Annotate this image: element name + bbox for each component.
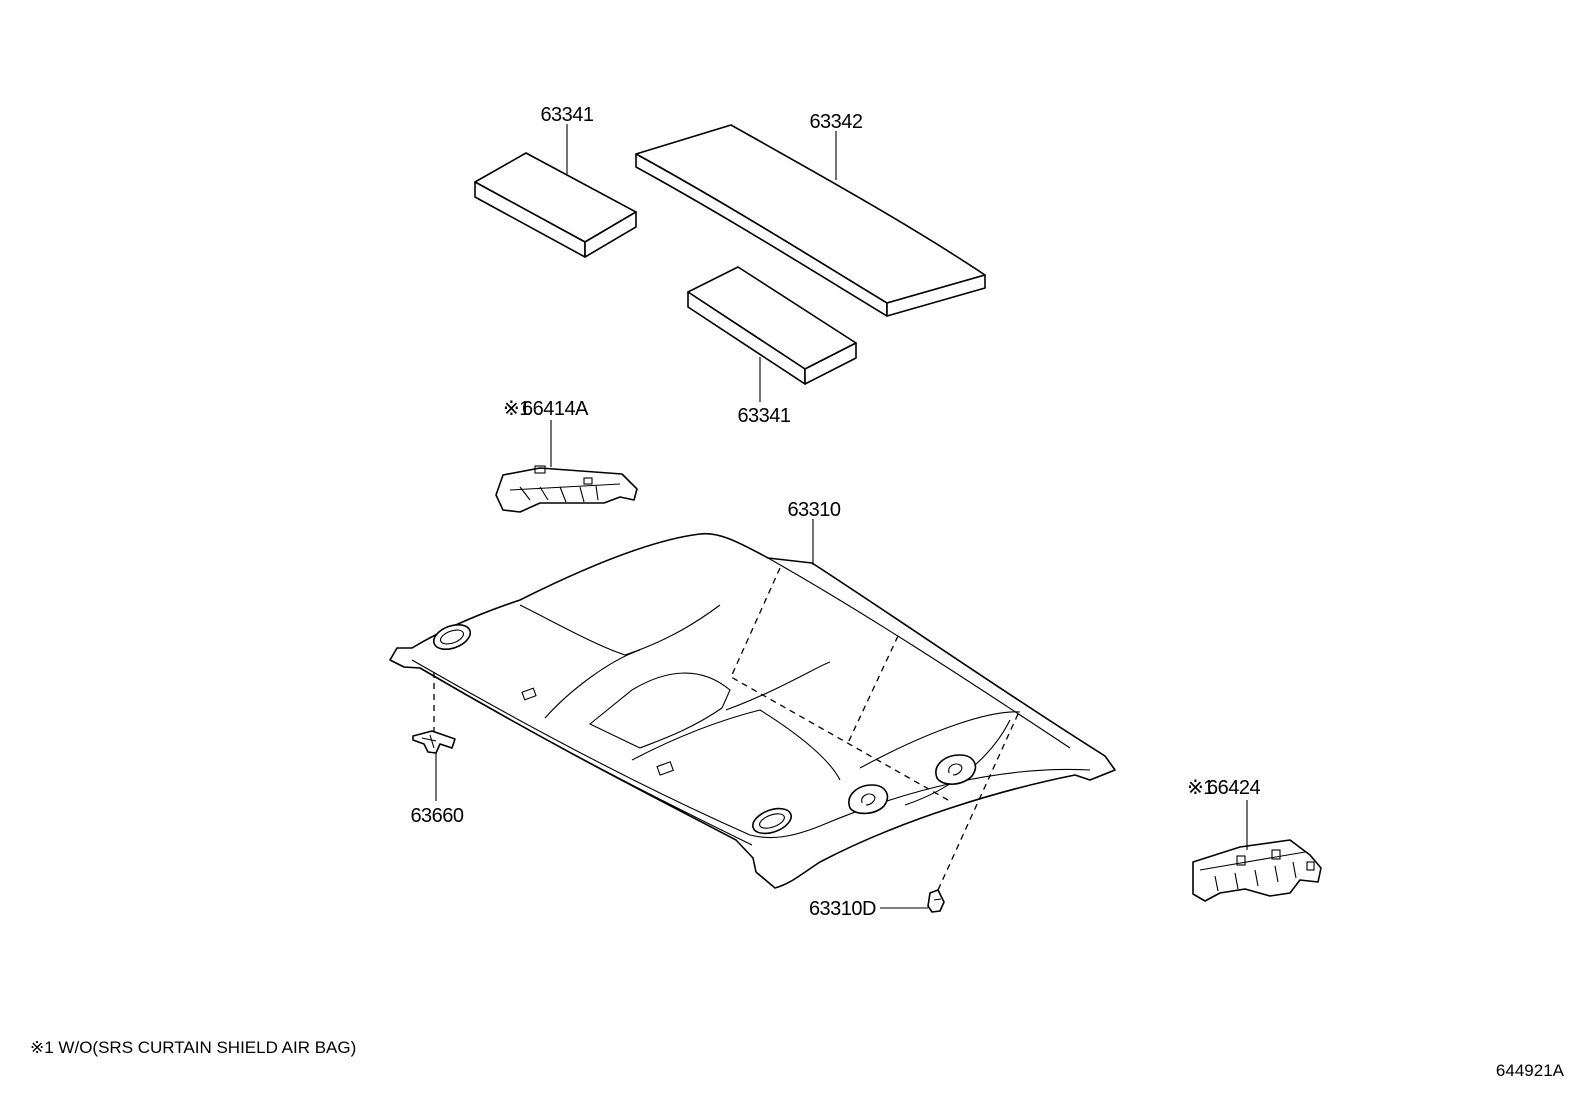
diagram-code: 644921A (1496, 1061, 1565, 1080)
label-63341-lower: 63341 (737, 405, 790, 427)
bracket-66414A[interactable] (495, 465, 638, 513)
label-63341-upper: 63341 (540, 104, 593, 126)
label-63310: 63310 (787, 499, 840, 521)
pad-63341-lower[interactable] (687, 266, 857, 385)
label-66414A-mark: ※1 (503, 398, 530, 420)
label-66414A: 66414A (522, 398, 589, 420)
visor-pocket-right (935, 754, 977, 785)
label-63342: 63342 (809, 111, 862, 133)
label-63310D: 63310D (809, 898, 876, 920)
clip-63310D[interactable] (927, 889, 945, 913)
bracket-66424[interactable] (1192, 839, 1322, 902)
headliner-63310[interactable] (389, 532, 1116, 889)
label-66424: 66424 (1207, 777, 1260, 799)
clip-63660[interactable] (412, 730, 456, 754)
label-63660: 63660 (410, 805, 463, 827)
visor-pocket-center (848, 784, 889, 815)
pad-63342[interactable] (635, 124, 986, 317)
footnote: ※1 W/O(SRS CURTAIN SHIELD AIR BAG) (30, 1038, 356, 1057)
pad-63341-upper[interactable] (474, 152, 637, 258)
label-66424-mark: ※1 (1187, 777, 1214, 799)
